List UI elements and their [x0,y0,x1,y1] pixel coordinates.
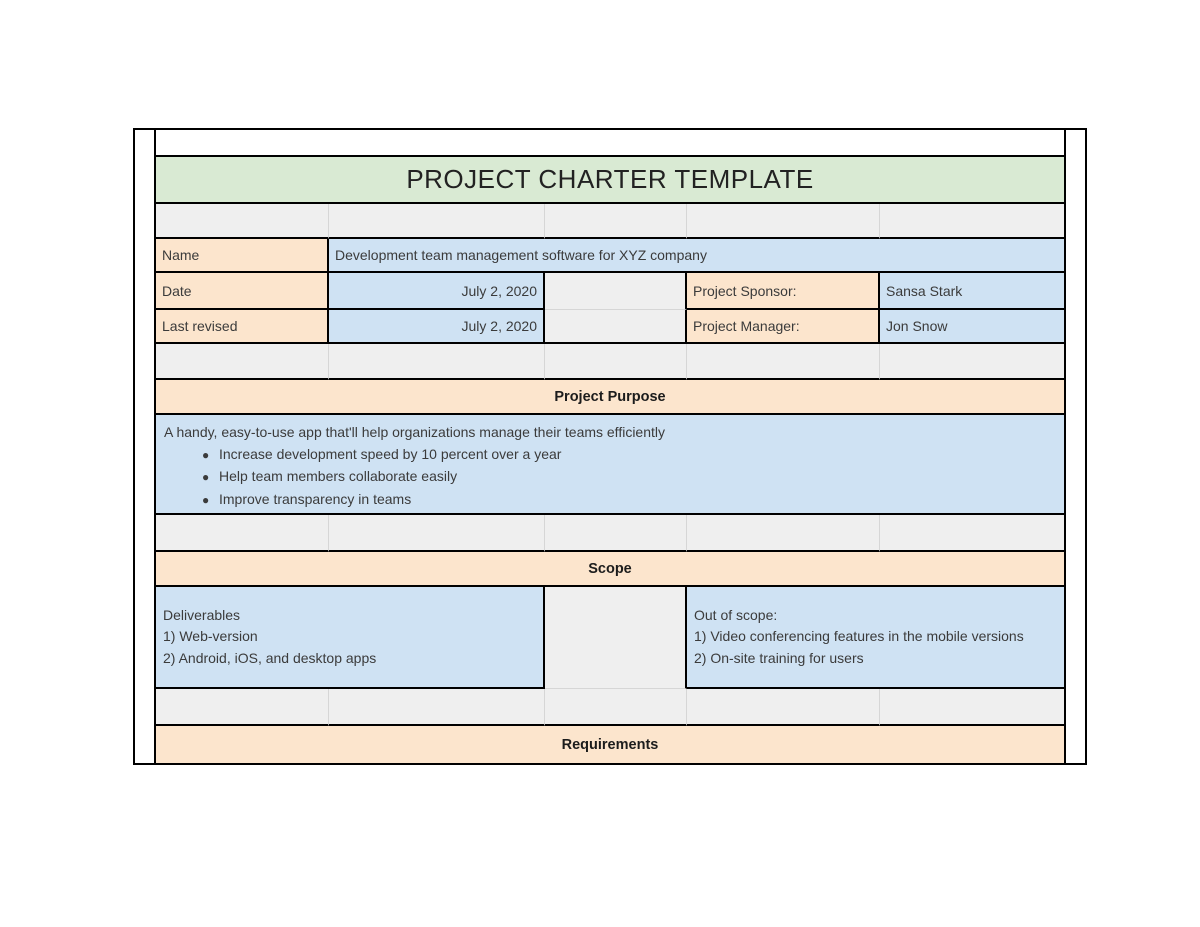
out-of-scope-line: 2) On-site training for users [694,649,864,666]
date-value-cell[interactable]: July 2, 2020 [329,273,545,310]
row-requirements-header: Requirements [156,726,1064,763]
empty-cell[interactable] [156,130,1064,155]
sponsor-value-cell[interactable]: Sansa Stark [880,273,1064,310]
last-revised-value: July 2, 2020 [461,318,538,334]
bullet-icon: ● [202,447,210,462]
empty-cell[interactable] [156,204,329,239]
bullet-icon: ● [202,470,210,484]
document-page: PROJECT CHARTER TEMPLATE Name Developmen… [133,128,1087,765]
requirements-header-cell[interactable]: Requirements [156,726,1064,763]
deliverables-line: 1) Web-version [163,628,258,645]
scope-header-cell[interactable]: Scope [156,552,1064,587]
empty-cell[interactable] [329,204,545,239]
title-cell[interactable]: PROJECT CHARTER TEMPLATE [156,157,1064,204]
name-value-cell[interactable]: Development team management software for… [329,239,1064,273]
purpose-intro: A handy, easy-to-use app that'll help or… [164,424,666,440]
empty-cell[interactable] [687,689,880,726]
charter-table: PROJECT CHARTER TEMPLATE Name Developmen… [154,130,1066,763]
deliverables-line: Deliverables [163,606,241,623]
row-date: Date July 2, 2020 Project Sponsor: Sansa… [156,273,1064,310]
empty-cell[interactable] [545,344,687,380]
row-top-spacer [156,130,1064,157]
manager-label: Project Manager: [693,318,800,334]
purpose-header-cell[interactable]: Project Purpose [156,380,1064,415]
empty-cell[interactable] [545,273,687,310]
purpose-bullet: ● Improve transparency in teams [164,489,1056,512]
sponsor-label: Project Sponsor: [693,282,797,299]
row-title: PROJECT CHARTER TEMPLATE [156,157,1064,204]
manager-value-cell[interactable]: Jon Snow [880,310,1064,344]
sponsor-label-cell[interactable]: Project Sponsor: [687,273,880,310]
scope-header: Scope [588,560,632,577]
purpose-header: Project Purpose [554,388,666,405]
row-scope-header: Scope [156,552,1064,587]
manager-value: Jon Snow [886,318,948,334]
page-title: PROJECT CHARTER TEMPLATE [406,164,814,194]
out-of-scope-line: Out of scope: [694,606,778,623]
name-label-cell[interactable]: Name [156,239,329,273]
name-value: Development team management software for… [335,247,707,263]
name-label: Name [162,247,200,263]
purpose-content-cell[interactable]: A handy, easy-to-use app that'll help or… [156,415,1064,515]
row-empty-1 [156,204,1064,239]
out-of-scope-line: 1) Video conferencing features in the mo… [694,628,1024,645]
last-revised-label-cell[interactable]: Last revised [156,310,329,344]
requirements-header: Requirements [561,736,659,753]
row-purpose-content: A handy, easy-to-use app that'll help or… [156,415,1064,515]
date-value: July 2, 2020 [461,282,538,299]
purpose-bullet-text: Improve transparency in teams [219,490,412,507]
empty-cell[interactable] [880,204,1064,239]
empty-cell[interactable] [545,689,687,726]
empty-cell[interactable] [687,344,880,380]
row-last-revised: Last revised July 2, 2020 Project Manage… [156,310,1064,344]
row-purpose-header: Project Purpose [156,380,1064,415]
empty-cell[interactable] [329,344,545,380]
empty-cell[interactable] [545,204,687,239]
empty-cell[interactable] [329,689,545,726]
bullet-icon: ● [202,492,210,507]
date-label-cell[interactable]: Date [156,273,329,310]
row-empty-2 [156,344,1064,380]
row-name: Name Development team management softwar… [156,239,1064,273]
purpose-bullet: ● Increase development speed by 10 percen… [164,444,1056,467]
empty-cell[interactable] [156,689,329,726]
row-empty-4 [156,689,1064,726]
purpose-bullet-text: Help team members collaborate easily [219,468,458,484]
manager-label-cell[interactable]: Project Manager: [687,310,880,344]
last-revised-label: Last revised [162,318,238,334]
empty-cell[interactable] [880,515,1064,552]
empty-cell[interactable] [687,204,880,239]
deliverables-cell[interactable]: Deliverables 1) Web-version 2) Android, … [156,587,545,689]
row-scope-content: Deliverables 1) Web-version 2) Android, … [156,587,1064,689]
empty-cell[interactable] [156,515,329,552]
purpose-bullet: ● Help team members collaborate easily [164,466,1056,489]
deliverables-line: 2) Android, iOS, and desktop apps [163,649,377,666]
date-label: Date [162,282,192,299]
empty-cell[interactable] [880,689,1064,726]
row-empty-3 [156,515,1064,552]
empty-cell[interactable] [545,515,687,552]
empty-cell[interactable] [156,344,329,380]
empty-cell[interactable] [880,344,1064,380]
empty-cell[interactable] [545,587,687,689]
last-revised-value-cell[interactable]: July 2, 2020 [329,310,545,344]
empty-cell[interactable] [545,310,687,344]
purpose-bullet-text: Increase development speed by 10 percent… [219,445,562,462]
out-of-scope-cell[interactable]: Out of scope: 1) Video conferencing feat… [687,587,1064,689]
empty-cell[interactable] [329,515,545,552]
empty-cell[interactable] [687,515,880,552]
sponsor-value: Sansa Stark [886,282,963,299]
